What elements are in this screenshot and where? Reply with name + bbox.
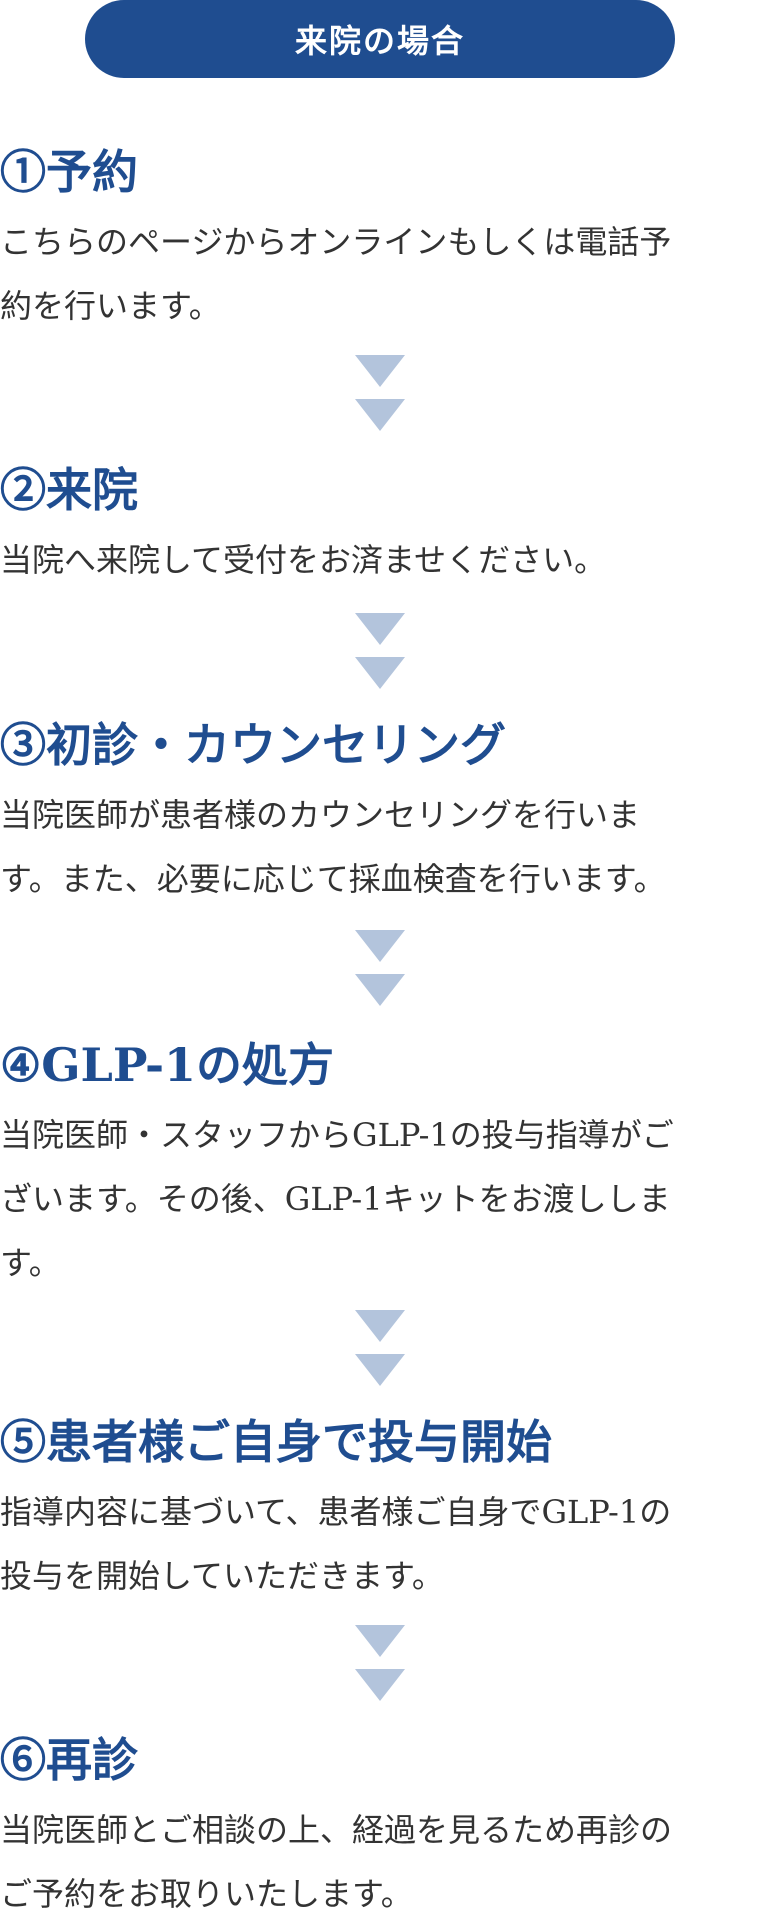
step-description-line: 指導内容に基づいて、患者様ご自身でGLP-1の <box>0 1493 672 1531</box>
step-description-line: 当院医師・スタッフからGLP-1の投与指導がご <box>0 1116 674 1154</box>
down-arrow-icon <box>355 355 405 431</box>
step-visit: ②来院 当院へ来院して受付をお済ませください。 <box>0 458 760 592</box>
step-description-line: 当院医師とご相談の上、経過を見るため再診の <box>0 1811 673 1849</box>
step-description-line: ご予約をお取りいたします。 <box>0 1875 413 1913</box>
step-glp1-prescription: ④GLP-1の処方 当院医師・スタッフからGLP-1の投与指導がご ざいます。そ… <box>0 1033 760 1295</box>
step-description: こちらのページからオンラインもしくは電話予 約を行います。 <box>0 210 760 338</box>
step-title: ②来院 <box>0 463 138 517</box>
step-follow-up: ⑥再診 当院医師とご相談の上、経過を見るため再診の ご予約をお取りいたします。 <box>0 1728 760 1926</box>
step-title: ⑤患者様ご自身で投与開始 <box>0 1415 552 1469</box>
step-description-line: 当院へ来院して受付をお済ませください。 <box>0 541 607 579</box>
down-arrow-icon <box>355 1625 405 1701</box>
step-description: 指導内容に基づいて、患者様ご自身でGLP-1の 投与を開始していただきます。 <box>0 1480 760 1608</box>
step-description-line: 約を行います。 <box>0 287 221 325</box>
step-description: 当院へ来院して受付をお済ませください。 <box>0 528 760 592</box>
step-title: ⑥再診 <box>0 1733 138 1787</box>
step-title: ④GLP-1の処方 <box>0 1038 335 1092</box>
visit-case-header-label: 来院の場合 <box>294 22 465 60</box>
step-description-line: こちらのページからオンラインもしくは電話予 <box>0 223 672 261</box>
visit-case-header: 来院の場合 <box>85 0 675 78</box>
step-description-line: ざいます。その後、GLP-1キットをお渡ししま <box>0 1180 671 1218</box>
step-description-line: 投与を開始していただきます。 <box>0 1557 444 1595</box>
step-description-line: す。また、必要に応じて採血検査を行います。 <box>0 860 666 898</box>
step-title: ③初診・カウンセリング <box>0 718 506 772</box>
down-arrow-icon <box>355 1310 405 1386</box>
down-arrow-icon <box>355 613 405 689</box>
step-reservation: ①予約 こちらのページからオンラインもしくは電話予 約を行います。 <box>0 140 760 338</box>
down-arrow-icon <box>355 930 405 1006</box>
step-first-consultation: ③初診・カウンセリング 当院医師が患者様のカウンセリングを行いま す。また、必要… <box>0 713 760 911</box>
step-description: 当院医師とご相談の上、経過を見るため再診の ご予約をお取りいたします。 <box>0 1798 760 1926</box>
step-title: ①予約 <box>0 145 138 199</box>
step-description: 当院医師・スタッフからGLP-1の投与指導がご ざいます。その後、GLP-1キッ… <box>0 1103 760 1295</box>
step-description-line: す。 <box>0 1244 61 1282</box>
step-description-line: 当院医師が患者様のカウンセリングを行いま <box>0 796 641 834</box>
step-description: 当院医師が患者様のカウンセリングを行いま す。また、必要に応じて採血検査を行いま… <box>0 783 760 911</box>
step-self-administration: ⑤患者様ご自身で投与開始 指導内容に基づいて、患者様ご自身でGLP-1の 投与を… <box>0 1410 760 1608</box>
